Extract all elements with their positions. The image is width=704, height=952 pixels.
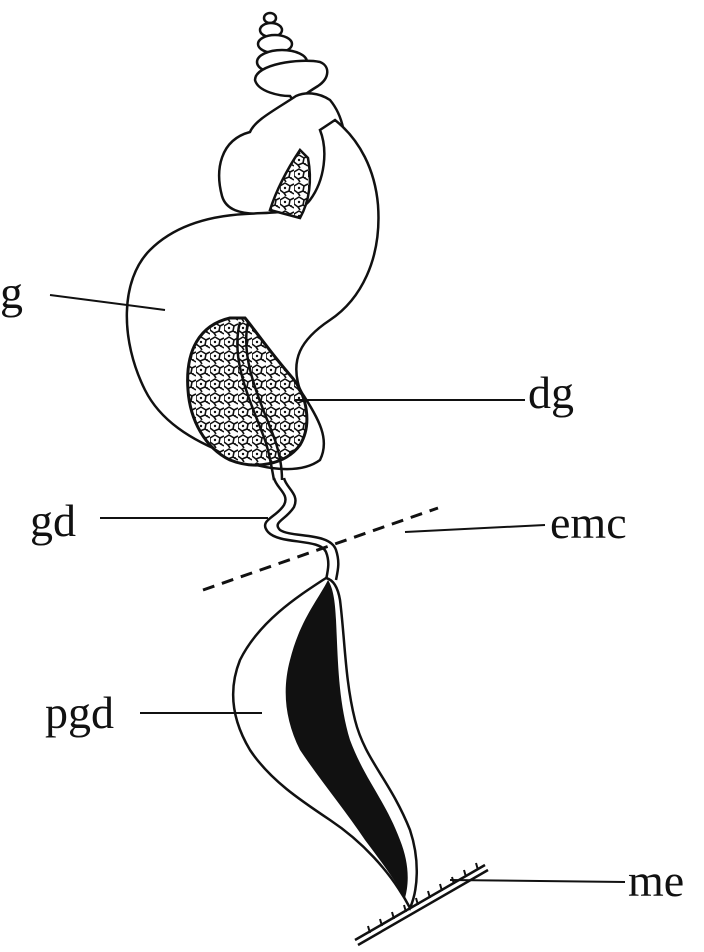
emc-dashed-line	[203, 508, 438, 590]
gonoduct	[265, 478, 328, 580]
label-g: g	[0, 270, 23, 316]
pallial-gonoduct-lumen	[286, 580, 408, 898]
label-me: me	[628, 858, 684, 904]
label-dg: dg	[528, 370, 574, 416]
leader-me	[450, 880, 625, 882]
shell-apex	[255, 13, 327, 104]
leader-emc	[405, 525, 545, 532]
label-pgd: pgd	[45, 690, 114, 736]
label-emc: emc	[550, 500, 627, 546]
label-gd: gd	[30, 498, 76, 544]
